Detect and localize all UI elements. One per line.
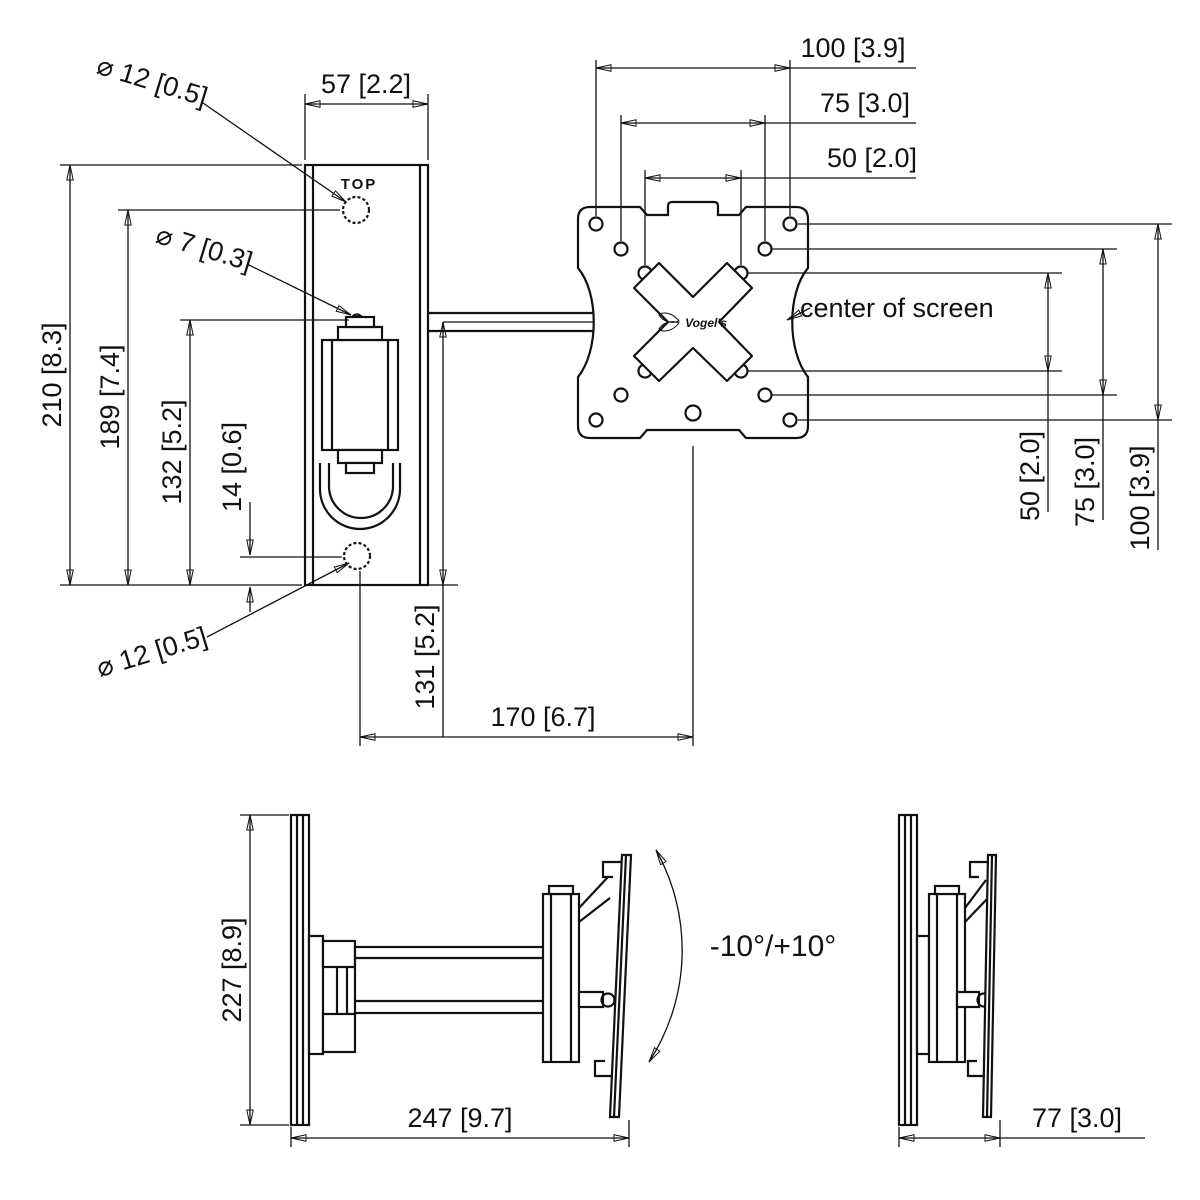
vogels-logo-text: Vogel's [685,316,727,330]
dim-vesa-height-100: 100 [3.9] [1125,445,1155,550]
tilt-arc-arrow [648,849,683,1063]
wall-plate-side-folded [897,813,919,1127]
vesa-holes [588,216,798,428]
dim-vesa-width-100: 100 [3.9] [800,33,905,63]
tilt-range-label: -10°/+10° [710,930,837,963]
pivot-column-folded [927,892,967,1064]
center-cross-boss [632,261,754,383]
side-view-extended: -10°/+10° 227 [8.9] 247 [9.7] [217,813,837,1147]
vesa-vertical-dimensions: 50 [2.0] 75 [3.0] 100 [3.9] [748,223,1172,551]
vogels-logo-icon [658,312,680,332]
top-mounting-hole [341,195,371,225]
dim-side-height: 227 [8.9] [217,917,247,1022]
dim-vesa-width-75: 75 [3.0] [820,88,910,118]
top-marker-label: TOP [341,176,378,193]
dim-center-drop: 131 [5.2] [410,604,440,709]
pivot-column [541,892,581,1064]
dim-middle-hole-height: 132 [5.2] [157,399,187,504]
vogels-logo: Vogel's [658,312,727,332]
vesa-horizontal-dimensions: 100 [3.9] 75 [3.0] 50 [2.0] [595,33,917,265]
dim-depth-extended: 247 [9.7] [407,1103,512,1133]
dim-wall-plate-height: 210 [8.3] [37,322,67,427]
side-view-folded: 77 [3.0] [897,813,1145,1147]
offset-dimensions: 131 [5.2] 170 [6.7] [359,321,694,746]
hinge-assembly [318,315,402,531]
bottom-mounting-hole [342,541,372,571]
callout-top-hole-dia: ⌀ 12 [0.5] [93,50,211,112]
dim-vesa-height-75: 75 [3.0] [1070,437,1100,527]
dim-vesa-width-50: 50 [2.0] [827,143,917,173]
callout-bottom-hole-dia: ⌀ 12 [0.5] [93,621,211,683]
dim-arm-reach: 170 [6.7] [490,702,595,732]
wall-plate-front-view: TOP [303,163,600,587]
dim-vesa-height-50: 50 [2.0] [1015,431,1045,521]
dim-top-hole-height: 189 [7.4] [95,344,125,449]
dim-bottom-hole-offset: 14 [0.6] [217,422,247,512]
dim-depth-folded: 77 [3.0] [1032,1103,1122,1133]
center-of-screen-annotation: center of screen [786,293,994,323]
callout-middle-hole-dia: ⌀ 7 [0.3] [153,219,256,277]
dim-wall-plate-width: 57 [2.2] [321,69,411,99]
vesa-plate-front-view: Vogel's [576,200,810,440]
center-of-screen-label: center of screen [800,293,994,323]
wall-plate-side [289,813,311,1127]
